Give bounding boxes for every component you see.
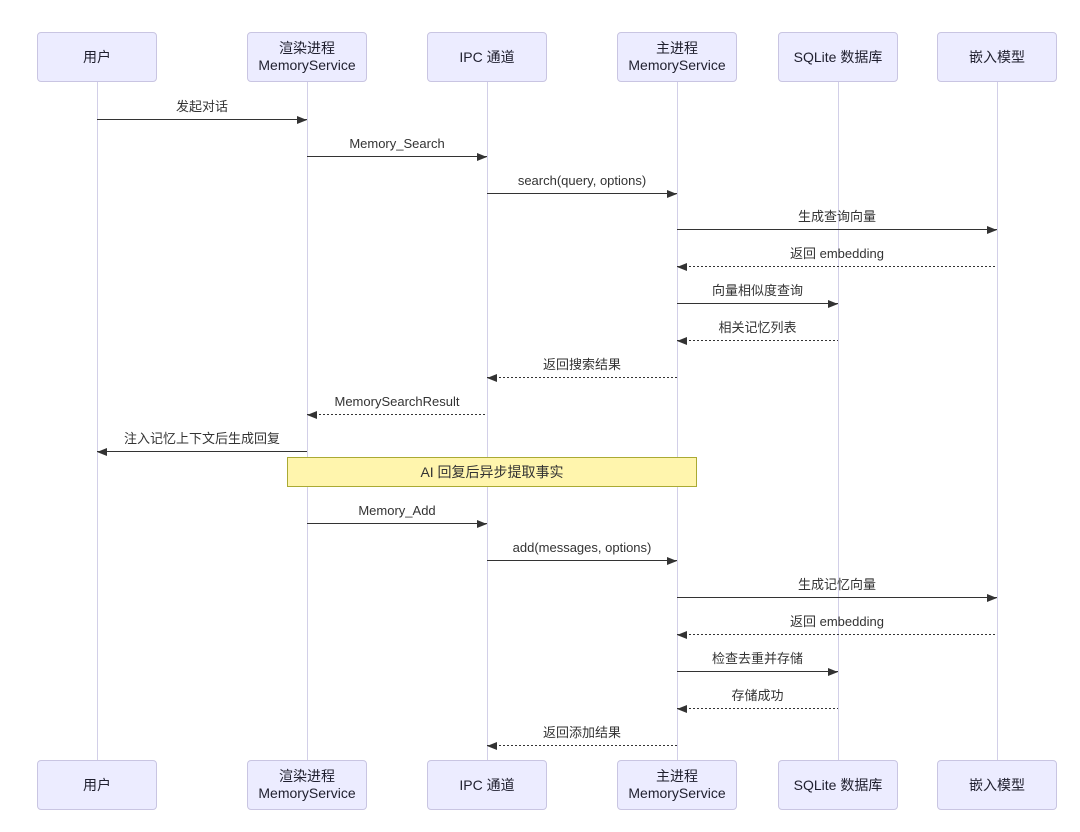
actor-top-main-memoryservice: 主进程 MemoryService	[617, 32, 737, 82]
message-line-5	[677, 303, 838, 304]
lifeline-main-memoryservice	[676, 82, 678, 760]
message-arrowhead-9	[97, 447, 107, 456]
actor-top-user: 用户	[37, 32, 157, 82]
message-arrowhead-16	[487, 741, 497, 750]
message-arrowhead-14	[828, 667, 838, 676]
actor-bottom-user: 用户	[37, 760, 157, 810]
actor-top-ipc-channel: IPC 通道	[427, 32, 547, 82]
message-label-9: 注入记忆上下文后生成回复	[123, 431, 280, 446]
message-label-2: search(query, options)	[517, 173, 647, 188]
message-line-15	[677, 708, 838, 709]
message-arrowhead-6	[677, 336, 687, 345]
message-label-11: add(messages, options)	[512, 540, 652, 555]
lifeline-ipc-channel	[486, 82, 488, 760]
message-arrowhead-10	[477, 519, 487, 528]
message-label-4: 返回 embedding	[790, 246, 884, 261]
message-line-8	[307, 414, 487, 415]
message-line-16	[487, 745, 677, 746]
message-label-14: 检查去重并存储	[711, 651, 803, 666]
message-arrowhead-15	[677, 704, 687, 713]
actor-bottom-ipc-channel: IPC 通道	[427, 760, 547, 810]
message-line-12	[677, 597, 997, 598]
note-text: AI 回复后异步提取事实	[420, 464, 564, 480]
message-line-14	[677, 671, 838, 672]
actor-bottom-main-memoryservice: 主进程 MemoryService	[617, 760, 737, 810]
message-arrowhead-7	[487, 373, 497, 382]
message-line-0	[97, 119, 307, 120]
message-arrowhead-5	[828, 299, 838, 308]
actor-top-embedding-model: 嵌入模型	[937, 32, 1057, 82]
message-label-0: 发起对话	[175, 99, 228, 114]
lifeline-renderer-memoryservice	[306, 82, 308, 760]
message-label-10: Memory_Add	[358, 503, 436, 518]
message-line-9	[97, 451, 307, 452]
message-label-12: 生成记忆向量	[797, 577, 876, 592]
message-arrowhead-11	[667, 556, 677, 565]
lifeline-user	[96, 82, 98, 760]
note-async-fact-extraction: AI 回复后异步提取事实	[287, 457, 697, 487]
message-arrowhead-1	[477, 152, 487, 161]
message-label-16: 返回添加结果	[542, 725, 621, 740]
message-line-2	[487, 193, 677, 194]
actor-bottom-sqlite-db: SQLite 数据库	[778, 760, 898, 810]
message-arrowhead-13	[677, 630, 687, 639]
message-label-3: 生成查询向量	[797, 209, 876, 224]
message-arrowhead-8	[307, 410, 317, 419]
message-label-1: Memory_Search	[349, 136, 445, 151]
message-arrowhead-0	[297, 115, 307, 124]
actor-top-renderer-memoryservice: 渲染进程 MemoryService	[247, 32, 367, 82]
message-line-10	[307, 523, 487, 524]
message-label-6: 相关记忆列表	[718, 320, 797, 335]
message-line-7	[487, 377, 677, 378]
message-line-6	[677, 340, 838, 341]
lifeline-embedding-model	[996, 82, 998, 760]
message-line-13	[677, 634, 997, 635]
actor-bottom-embedding-model: 嵌入模型	[937, 760, 1057, 810]
lifeline-sqlite-db	[837, 82, 839, 760]
message-line-1	[307, 156, 487, 157]
message-label-15: 存储成功	[731, 688, 784, 703]
message-line-3	[677, 229, 997, 230]
message-line-4	[677, 266, 997, 267]
message-label-13: 返回 embedding	[790, 614, 884, 629]
message-label-5: 向量相似度查询	[711, 283, 803, 298]
message-arrowhead-12	[987, 593, 997, 602]
message-label-8: MemorySearchResult	[334, 394, 460, 409]
message-line-11	[487, 560, 677, 561]
message-arrowhead-2	[667, 189, 677, 198]
actor-top-sqlite-db: SQLite 数据库	[778, 32, 898, 82]
message-arrowhead-4	[677, 262, 687, 271]
message-label-7: 返回搜索结果	[542, 357, 621, 372]
message-arrowhead-3	[987, 225, 997, 234]
actor-bottom-renderer-memoryservice: 渲染进程 MemoryService	[247, 760, 367, 810]
